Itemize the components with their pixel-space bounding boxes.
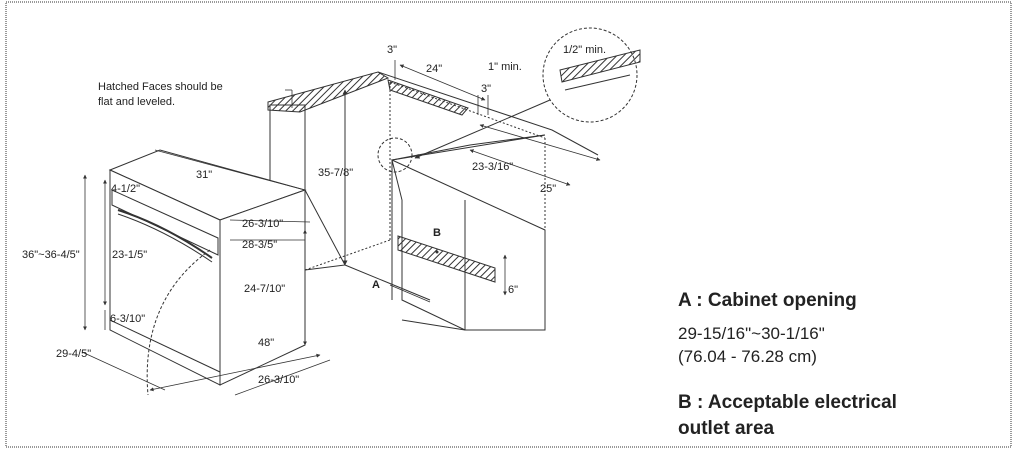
dim-1-min: 1" min. <box>488 61 522 73</box>
dim-half-min: 1/2" min. <box>563 44 606 56</box>
dim-35-7-8: 35-7/8" <box>318 167 353 179</box>
dim-29-4-5: 29-4/5" <box>56 348 91 360</box>
dimension-lines <box>81 60 601 396</box>
legend-a-range: 29-15/16"~30-1/16" <box>678 324 825 343</box>
dim-23-1-5: 23-1/5" <box>112 249 147 261</box>
note-line2: flat and leveled. <box>98 96 175 108</box>
legend-a-title: A : Cabinet opening <box>678 290 857 311</box>
cabinet <box>267 71 599 331</box>
hatched-face-top <box>267 71 390 113</box>
dim-23-3-16: 23-3/16" <box>472 161 513 173</box>
outlet-area-b <box>397 235 496 283</box>
dim-4-1-2: 4-1/2" <box>111 183 140 195</box>
dim-3-right: 3" <box>481 83 491 95</box>
marker-b: B <box>433 227 441 239</box>
dim-31: 31" <box>196 169 212 181</box>
dim-6: 6" <box>508 284 518 296</box>
marker-a: A <box>372 279 380 291</box>
dim-48: 48" <box>258 337 274 349</box>
dim-25: 25" <box>540 183 556 195</box>
outer-frame <box>5 1 1012 448</box>
legend-b-title-1: B : Acceptable electrical <box>678 392 897 413</box>
dim-24-7-10: 24-7/10" <box>244 283 285 295</box>
dim-3-top: 3" <box>387 44 397 56</box>
marker-b-dot <box>435 250 439 254</box>
note-line1: Hatched Faces should be <box>98 81 223 93</box>
dim-28-3-5: 28-3/5" <box>242 239 277 251</box>
dim-26-3-10-bottom: 26-3/10" <box>258 374 299 386</box>
legend-b-title-2: outlet area <box>678 418 775 439</box>
dim-24: 24" <box>426 63 442 75</box>
dim-6-3-10: 6-3/10" <box>110 313 145 325</box>
legend-a-metric: (76.04 - 76.28 cm) <box>678 347 817 366</box>
oven <box>108 149 307 396</box>
dim-26-3-10-top: 26-3/10" <box>242 218 283 230</box>
dim-36-range: 36"~36-4/5" <box>22 249 80 261</box>
